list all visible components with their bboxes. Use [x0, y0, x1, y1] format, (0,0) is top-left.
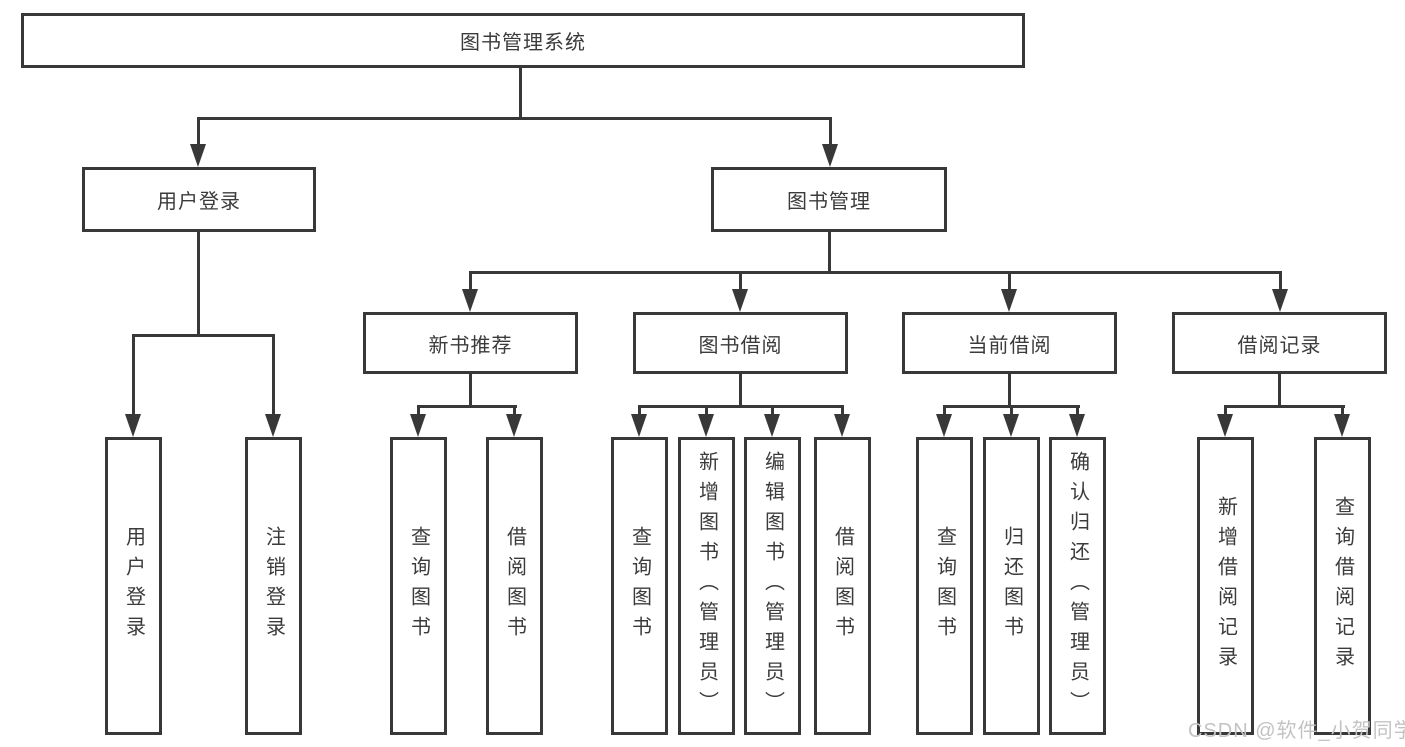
leaf-newbook-query: 查询图书 [390, 437, 447, 735]
connector-stub [841, 405, 844, 417]
connector-rail [638, 405, 844, 408]
connector-stem [739, 374, 742, 408]
leaf-newbook-borrow: 借阅图书 [486, 437, 543, 735]
leaf-newbook-query-label: 查询图书 [407, 526, 430, 646]
leaf-borrow-add-admin: 新增图书（管理员） [678, 437, 735, 735]
leaf-logout-label: 注销登录 [262, 526, 285, 646]
connector-stem [1278, 374, 1281, 408]
leaf-borrow-edit-admin: 编辑图书（管理员） [744, 437, 801, 735]
arrow-down-icon [462, 289, 478, 312]
node-root: 图书管理系统 [21, 13, 1025, 68]
leaf-current-return-label: 归还图书 [1000, 526, 1023, 646]
leaf-borrow-edit-admin-label: 编辑图书（管理员） [761, 451, 784, 721]
node-borrow-records-label: 借阅记录 [1237, 334, 1322, 357]
node-user-login-label: 用户登录 [157, 191, 241, 213]
node-user-login: 用户登录 [82, 167, 316, 232]
leaf-user-login: 用户登录 [105, 437, 162, 735]
connector-stub [1224, 405, 1227, 417]
arrow-down-icon [1003, 414, 1019, 437]
connector-level3-rail [469, 271, 1282, 274]
connector-stub [1279, 271, 1282, 293]
leaf-current-return: 归还图书 [983, 437, 1040, 735]
connector-stub [513, 405, 516, 417]
node-book-borrow: 图书借阅 [633, 312, 848, 374]
arrow-down-icon [764, 414, 780, 437]
connector-stem [469, 374, 472, 408]
leaf-records-add: 新增借阅记录 [1197, 437, 1254, 735]
arrow-down-icon [732, 289, 748, 312]
leaf-borrow-query-label: 查询图书 [628, 526, 651, 646]
arrow-down-icon [1217, 414, 1233, 437]
leaf-borrow-borrow-label: 借阅图书 [831, 526, 854, 646]
arrow-down-icon [822, 144, 838, 167]
connector-stub [1010, 405, 1013, 417]
leaf-current-query: 查询图书 [916, 437, 973, 735]
connector-mgmt-stem [828, 232, 831, 274]
leaf-current-confirm-admin: 确认归还（管理员） [1049, 437, 1106, 735]
leaf-user-login-label: 用户登录 [122, 526, 145, 646]
node-new-book-rec: 新书推荐 [363, 312, 578, 374]
leaf-records-query-label: 查询借阅记录 [1331, 496, 1354, 676]
connector-rail [417, 405, 517, 408]
arrow-down-icon [125, 414, 141, 437]
connector-stub [739, 271, 742, 293]
arrow-down-icon [834, 414, 850, 437]
arrow-down-icon [190, 144, 206, 167]
connector-stub [132, 334, 135, 416]
leaf-borrow-borrow: 借阅图书 [814, 437, 871, 735]
leaf-borrow-add-admin-label: 新增图书（管理员） [695, 451, 718, 721]
connector-stub [417, 405, 420, 417]
leaf-current-query-label: 查询图书 [933, 526, 956, 646]
arrow-down-icon [936, 414, 952, 437]
arrow-down-icon [265, 414, 281, 437]
connector-level2-rail [197, 117, 832, 120]
connector-stub [469, 271, 472, 293]
connector-stub [829, 117, 832, 147]
connector-root-stem [519, 68, 522, 120]
leaf-logout: 注销登录 [245, 437, 302, 735]
csdn-watermark: CSDN @软件_小贺同学 [1188, 720, 1405, 742]
connector-stub [1341, 405, 1344, 417]
connector-stub [705, 405, 708, 417]
leaf-borrow-query: 查询图书 [611, 437, 668, 735]
node-borrow-records: 借阅记录 [1172, 312, 1387, 374]
connector-stub [197, 117, 200, 147]
node-current-borrow: 当前借阅 [902, 312, 1117, 374]
leaf-records-query: 查询借阅记录 [1314, 437, 1371, 735]
arrow-down-icon [1001, 289, 1017, 312]
connector-stub [771, 405, 774, 417]
leaf-newbook-borrow-label: 借阅图书 [503, 526, 526, 646]
connector-stem [1008, 374, 1011, 408]
connector-login-rail [132, 334, 275, 337]
arrow-down-icon [410, 414, 426, 437]
node-book-borrow-label: 图书借阅 [698, 334, 783, 357]
leaf-records-add-label: 新增借阅记录 [1214, 496, 1237, 676]
connector-rail [1224, 405, 1345, 408]
connector-stub [1008, 271, 1011, 293]
arrow-down-icon [506, 414, 522, 437]
connector-stub [943, 405, 946, 417]
arrow-down-icon [698, 414, 714, 437]
node-book-mgmt-label: 图书管理 [787, 191, 871, 213]
connector-login-stem [197, 232, 200, 336]
leaf-current-confirm-admin-label: 确认归还（管理员） [1066, 451, 1089, 721]
connector-stub [1076, 405, 1079, 417]
node-new-book-rec-label: 新书推荐 [428, 334, 513, 357]
arrow-down-icon [1334, 414, 1350, 437]
connector-stub [638, 405, 641, 417]
node-root-label: 图书管理系统 [460, 32, 586, 54]
arrow-down-icon [1272, 289, 1288, 312]
node-current-borrow-label: 当前借阅 [967, 334, 1052, 357]
connector-stub [272, 334, 275, 416]
arrow-down-icon [631, 414, 647, 437]
node-book-mgmt: 图书管理 [711, 167, 947, 232]
arrow-down-icon [1069, 414, 1085, 437]
